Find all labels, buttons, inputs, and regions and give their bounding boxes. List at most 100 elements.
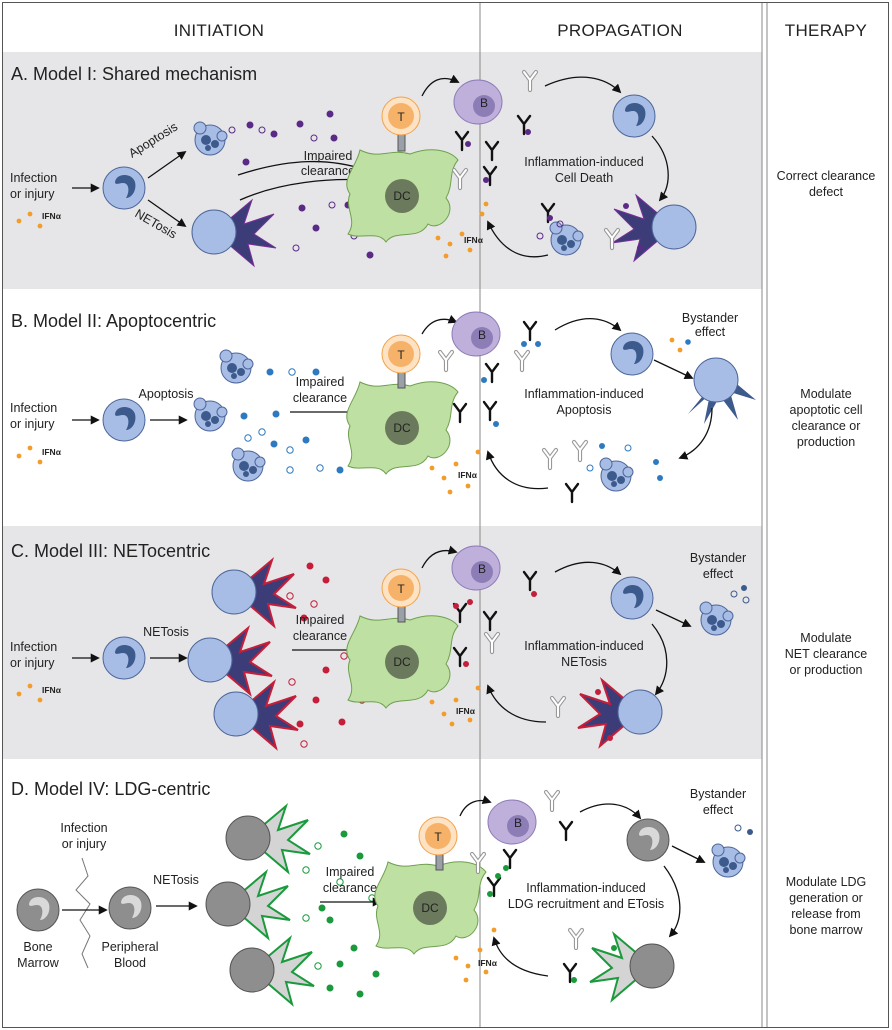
panel-b-death-label: Apoptosis (139, 387, 194, 401)
ldg-net-icon (229, 937, 315, 1005)
panel-c-prop-line2: NETosis (561, 655, 607, 669)
apoptotic-cell-icon (219, 349, 254, 384)
neutrophil-icon (102, 636, 146, 680)
neutrophil-prop-icon (610, 332, 654, 376)
panel-b-clearance-line2: clearance (293, 391, 347, 405)
panel-d-b-label: B (514, 816, 522, 830)
panel-c-title: C. Model III: NETocentric (11, 541, 210, 561)
panel-b-ifn: IFNα (42, 447, 62, 457)
panel-c-b-label: B (478, 562, 486, 576)
apoptotic-cell-icon (231, 447, 266, 482)
panel-b-therapy-line2: apoptotic cell (790, 403, 863, 417)
panel-b-t-label: T (397, 348, 405, 362)
panel-d: D. Model IV: LDG-centric Infection or in… (11, 779, 866, 1005)
panel-d-title: D. Model IV: LDG-centric (11, 779, 210, 799)
panel-a-trigger-line2: or injury (10, 187, 55, 201)
panel-b-title: B. Model II: Apoptocentric (11, 311, 216, 331)
panel-c-therapy-line1: Modulate (800, 631, 851, 645)
neutrophil-icon (102, 398, 146, 442)
panel-c-clearance-line1: Impaired (296, 613, 345, 627)
panel-a-clearance-line1: Impaired (304, 149, 353, 163)
panel-a-dc-label: DC (393, 189, 411, 203)
panel-c-dc-label: DC (393, 655, 411, 669)
panel-a-ifn: IFNα (42, 211, 62, 221)
panel-a-clearance-line2: clearance (301, 164, 355, 178)
panel-b: B. Model II: Apoptocentric Infection or … (10, 311, 863, 504)
panel-a-title: A. Model I: Shared mechanism (11, 64, 257, 84)
neutrophil-icon (102, 166, 146, 210)
ldg-net-icon (225, 805, 311, 873)
panel-d-bystander-line1: Bystander (690, 787, 746, 801)
panel-d-clearance-line1: Impaired (326, 865, 375, 879)
panel-d-ifn2: IFNα (478, 958, 498, 968)
neutrophil-prop-icon (612, 94, 656, 138)
panel-b-therapy-line3: clearance or (792, 419, 861, 433)
panel-d-death-label: NETosis (153, 873, 199, 887)
ldg-blood-icon (108, 886, 152, 930)
panel-b-bystander-line1: Bystander (682, 311, 738, 325)
panel-c-ifn: IFNα (42, 685, 62, 695)
panel-d-t-label: T (434, 830, 442, 844)
panel-c: C. Model III: NETocentric Infection or i… (10, 541, 867, 749)
panel-b-trigger-line2: or injury (10, 417, 55, 431)
bystander-cell-icon (687, 357, 757, 425)
b-cell-icon (451, 545, 501, 591)
panel-b-prop-line2: Apoptosis (557, 403, 612, 417)
panel-b-prop-line1: Inflammation-induced (524, 387, 644, 401)
apoptotic-cell-bystander-icon (711, 843, 746, 878)
panel-b-ifn2: IFNα (458, 470, 478, 480)
panel-c-t-label: T (397, 582, 405, 596)
header-initiation: INITIATION (174, 21, 265, 40)
panel-c-clearance-line2: clearance (293, 629, 347, 643)
apoptotic-cell-icon (193, 397, 228, 432)
panel-d-source-line1: Bone (23, 940, 52, 954)
panel-d-blood-line2: Blood (114, 956, 146, 970)
header-therapy: THERAPY (785, 21, 867, 40)
panel-b-therapy-line1: Modulate (800, 387, 851, 401)
panel-a-trigger-line1: Infection (10, 171, 57, 185)
panel-d-dc-label: DC (421, 901, 439, 915)
panel-a-prop-line2: Cell Death (555, 171, 613, 185)
panel-d-source-line2: Marrow (17, 956, 60, 970)
panel-d-therapy-line4: bone marrow (790, 923, 864, 937)
panel-a-ifn2: IFNα (464, 235, 484, 245)
panel-c-trigger-line2: or injury (10, 656, 55, 670)
ldg-marrow-icon (16, 888, 60, 932)
panel-d-clearance-line2: clearance (323, 881, 377, 895)
neutrophil-prop-icon (610, 576, 654, 620)
panel-b-bystander-line2: effect (695, 325, 726, 339)
ldg-net-icon (205, 871, 291, 939)
panel-d-therapy-line3: release from (791, 907, 860, 921)
panel-b-clearance-line1: Impaired (296, 375, 345, 389)
b-cell-icon (451, 311, 501, 357)
panel-c-prop-line1: Inflammation-induced (524, 639, 644, 653)
panel-a-prop-line1: Inflammation-induced (524, 155, 644, 169)
panel-d-bystander-line2: effect (703, 803, 734, 817)
panel-c-death-label: NETosis (143, 625, 189, 639)
panel-a-therapy-line1: Correct clearance (777, 169, 876, 183)
panel-d-therapy-line2: generation or (789, 891, 863, 905)
panel-c-therapy-line2: NET clearance (785, 647, 867, 661)
panel-d-trigger-line1: Infection (60, 821, 107, 835)
panel-a-t-label: T (397, 110, 405, 124)
panel-c-bystander-line1: Bystander (690, 551, 746, 565)
apoptotic-cell-prop-icon (599, 457, 634, 492)
panel-b-dc-label: DC (393, 421, 411, 435)
panel-b-b-label: B (478, 328, 486, 342)
panel-d-trigger-line2: or injury (62, 837, 107, 851)
panel-d-blood-line1: Peripheral (102, 940, 159, 954)
panel-b-therapy-line4: production (797, 435, 855, 449)
panel-b-trigger-line1: Infection (10, 401, 57, 415)
panel-a-b-label: B (480, 96, 488, 110)
panel-a-therapy-line2: defect (809, 185, 844, 199)
panel-c-bystander-line2: effect (703, 567, 734, 581)
b-cell-icon (487, 799, 537, 845)
panel-c-trigger-line1: Infection (10, 640, 57, 654)
header-propagation: PROPAGATION (557, 21, 682, 40)
panel-d-prop-line2: LDG recruitment and ETosis (508, 897, 664, 911)
panel-c-therapy-line3: or production (790, 663, 863, 677)
panel-c-ifn2: IFNα (456, 706, 476, 716)
panel-d-prop-line1: Inflammation-induced (526, 881, 646, 895)
ldg-prop-icon (626, 818, 670, 862)
